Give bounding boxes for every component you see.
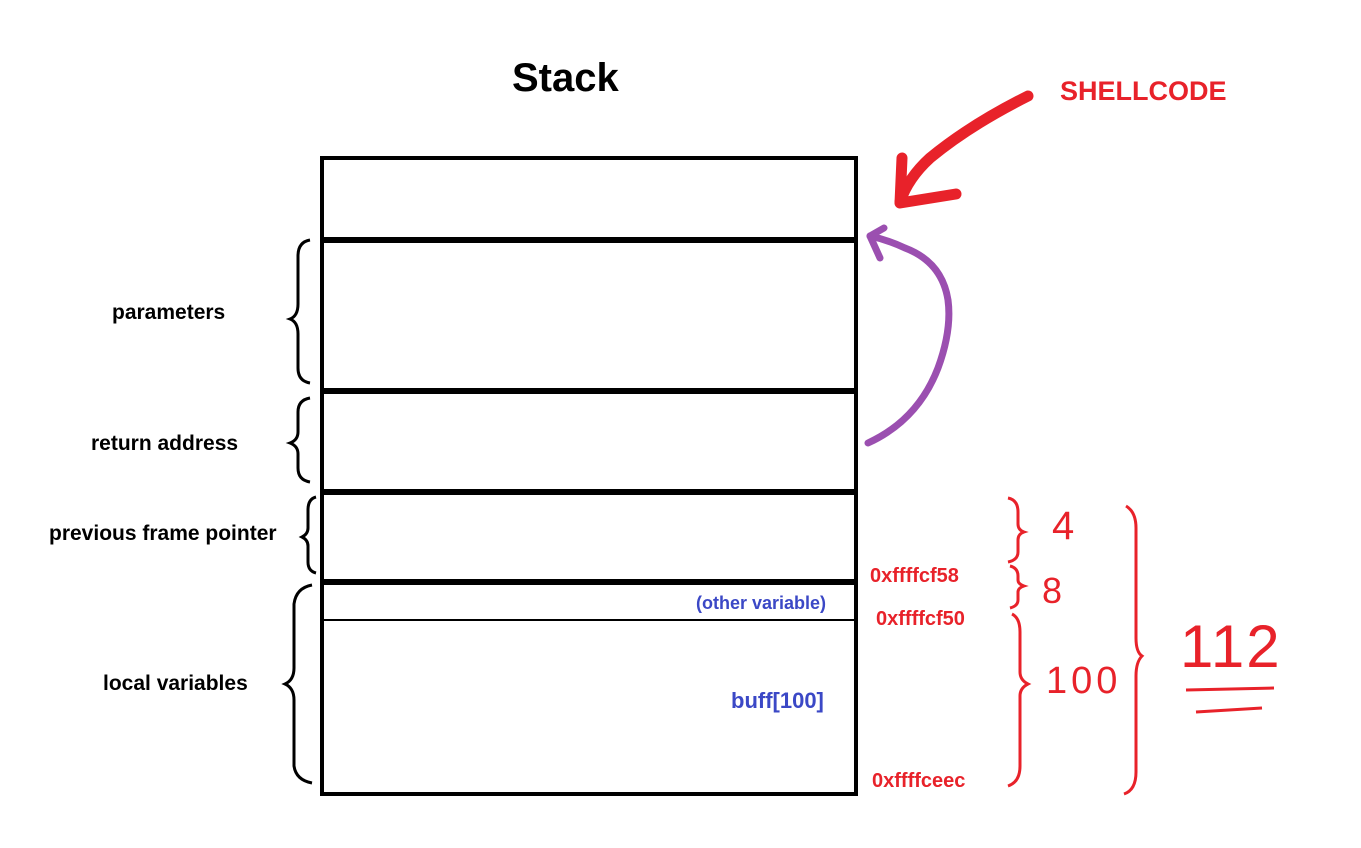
size-label-total: 112 xyxy=(1180,613,1282,680)
red-brace-total xyxy=(1123,504,1145,796)
total-underline-2 xyxy=(1195,706,1263,714)
return-arrow-head xyxy=(866,224,888,262)
cell-other-variable: (other variable) xyxy=(696,593,827,613)
shellcode-label: SHELLCODE xyxy=(1060,76,1227,106)
brace-parameters xyxy=(285,238,311,385)
stack-box xyxy=(320,156,858,796)
address-label-2: 0xffffcf50 xyxy=(876,608,965,630)
brace-previous-frame-pointer xyxy=(298,495,317,575)
shellcode-arrow-head xyxy=(894,152,962,209)
brace-return-address xyxy=(285,396,311,484)
red-brace-100 xyxy=(1007,612,1032,788)
diagram-title: Stack xyxy=(512,56,619,100)
label-parameters: parameters xyxy=(112,301,226,324)
size-label-100: 100 xyxy=(1046,660,1122,702)
size-label-8: 8 xyxy=(1042,570,1063,611)
label-local-variables: local variables xyxy=(103,672,248,695)
total-underline-1 xyxy=(1185,686,1275,692)
red-brace-8 xyxy=(1009,564,1029,610)
return-arrow-curve xyxy=(864,232,953,447)
cell-buffer: buff[100] xyxy=(731,688,824,713)
address-label-3: 0xffffceec xyxy=(872,770,966,792)
red-brace-4 xyxy=(1007,496,1029,564)
brace-local-variables xyxy=(281,583,313,785)
shellcode-arrow-shaft xyxy=(894,90,1034,208)
label-previous-frame-pointer: previous frame pointer xyxy=(49,522,277,545)
address-label-1: 0xffffcf58 xyxy=(870,565,959,587)
size-label-4: 4 xyxy=(1052,504,1075,548)
label-return-address: return address xyxy=(91,432,239,455)
